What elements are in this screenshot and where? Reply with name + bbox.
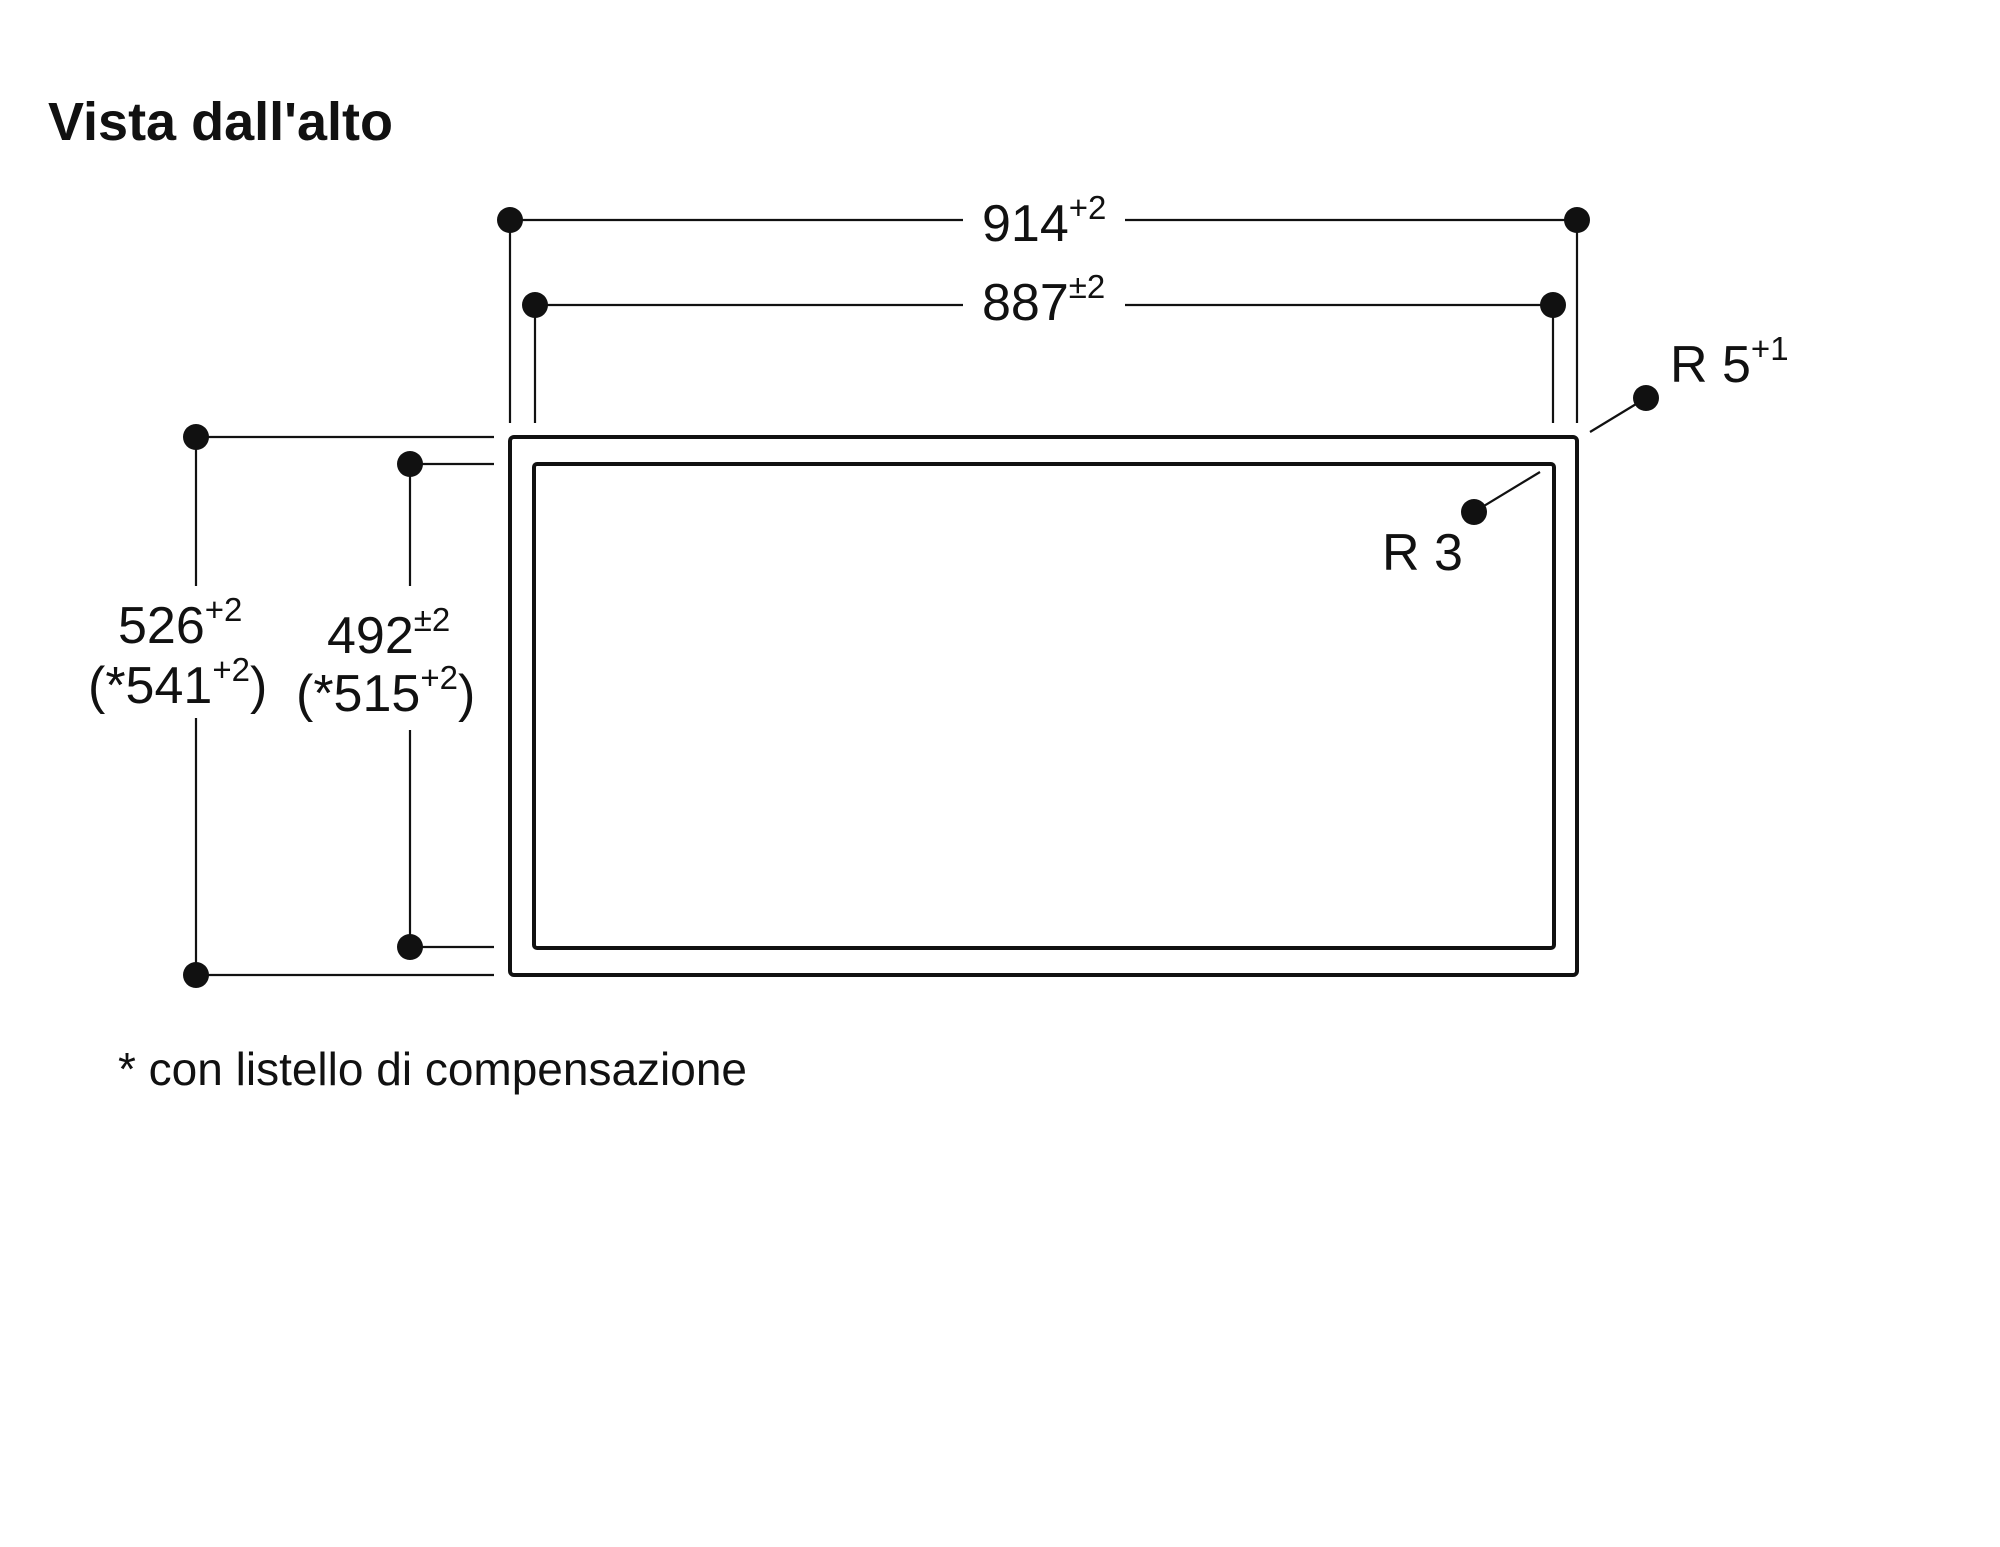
inner-width-label: 887±2 (982, 268, 1105, 332)
inner-cutout-outline (532, 462, 1556, 950)
outer-depth-label: 526+2 (118, 591, 242, 655)
inner-radius-callout: R 3 (1382, 471, 1541, 582)
inner-radius-label: R 3 (1382, 524, 1463, 582)
outer-depth-alt-label: (*541+2) (88, 651, 267, 715)
dimension-inner-depth: 492±2 (*515+2) (296, 451, 475, 960)
outer-radius-label: R 5+1 (1670, 330, 1789, 394)
outer-width-label: 914+2 (982, 189, 1106, 253)
outer-radius-callout: R 5+1 (1589, 330, 1789, 433)
dimension-outer-width: 914+2 (497, 189, 1590, 253)
outer-cutout-outline (508, 435, 1579, 977)
inner-depth-label: 492±2 (327, 601, 450, 665)
inner-depth-alt-label: (*515+2) (296, 659, 475, 723)
dimension-outer-depth: 526+2 (*541+2) (88, 424, 267, 988)
dimension-inner-width: 887±2 (522, 268, 1566, 332)
page-title: Vista dall'alto (48, 92, 393, 152)
footnote: * con listello di compensazione (118, 1043, 747, 1095)
